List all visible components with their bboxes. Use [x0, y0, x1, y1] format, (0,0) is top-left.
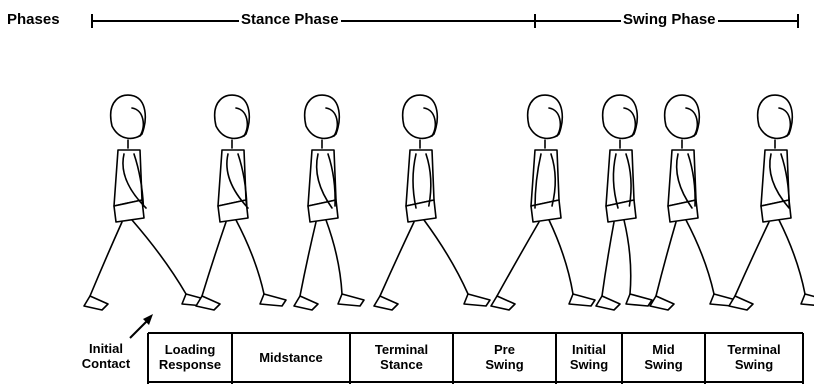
swing-phase-label: Swing Phase	[621, 12, 718, 27]
figure-midstance	[294, 95, 364, 310]
subphase-terminal-stance: Terminal Stance	[350, 334, 453, 380]
subphase-initial-swing: Initial Swing	[556, 334, 622, 380]
subphase-pre-swing: Pre Swing	[453, 334, 556, 380]
subphase-loading-response: Loading Response	[148, 334, 232, 380]
subphase-midstance: Midstance	[232, 334, 350, 380]
initial-contact-label: Initial Contact	[66, 341, 146, 371]
subphase-label: Terminal Stance	[375, 342, 428, 372]
subphase-label: Midstance	[259, 350, 323, 365]
figure-initial-swing	[596, 95, 652, 310]
figure-mid-swing	[650, 95, 736, 310]
subphase-terminal-swing: Terminal Swing	[705, 334, 803, 380]
subphase-mid-swing: Mid Swing	[622, 334, 705, 380]
subphase-label: Pre Swing	[485, 342, 523, 372]
subphase-label: Mid Swing	[644, 342, 682, 372]
subphase-label: Initial Swing	[570, 342, 608, 372]
stance-phase-label: Stance Phase	[239, 12, 341, 27]
figure-terminal-stance	[374, 95, 490, 310]
subphase-label: Terminal Swing	[727, 342, 780, 372]
figure-loading-response	[196, 95, 286, 310]
figure-initial-contact	[84, 95, 208, 310]
figure-pre-swing	[491, 95, 595, 310]
phases-label: Phases	[7, 12, 60, 27]
figure-terminal-swing	[729, 95, 814, 310]
walking-figures	[84, 95, 814, 310]
subphase-label: Loading Response	[159, 342, 221, 372]
